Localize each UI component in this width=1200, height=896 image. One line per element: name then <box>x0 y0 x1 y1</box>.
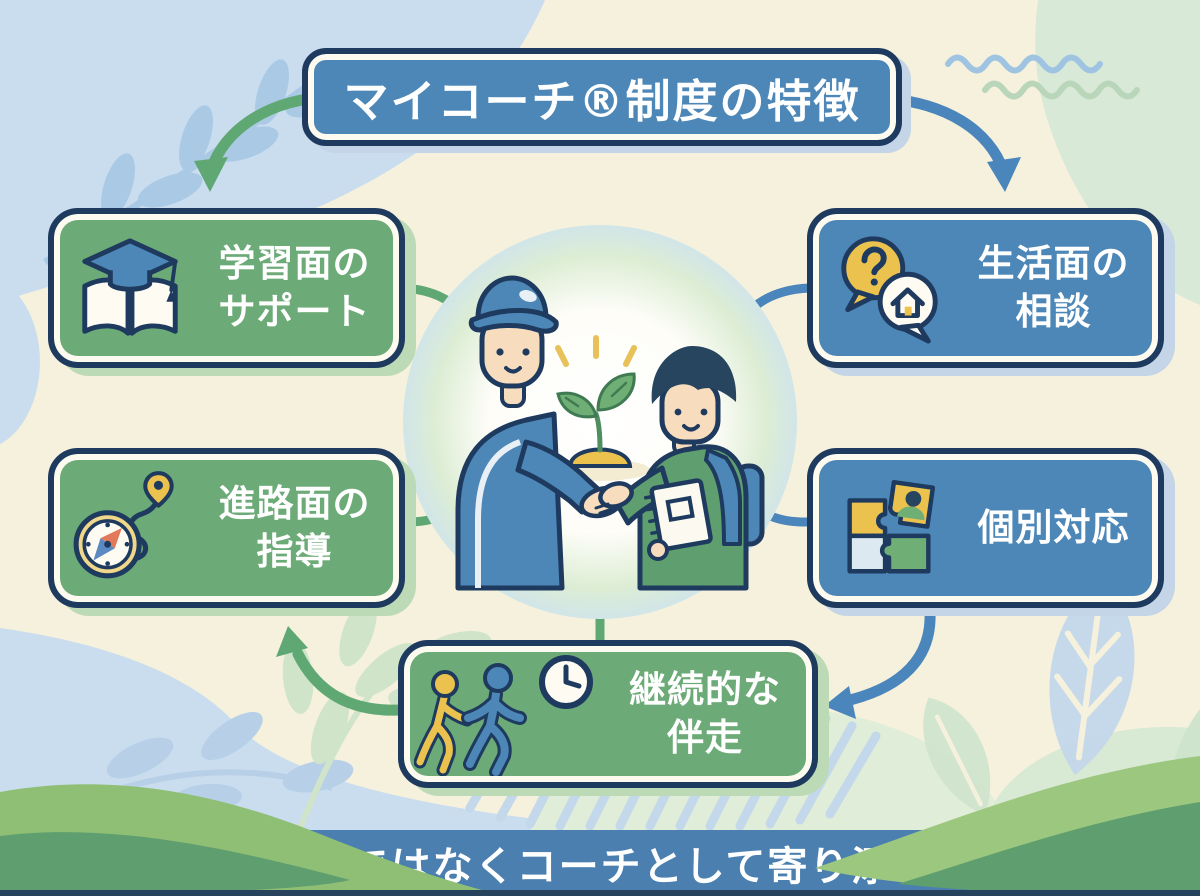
walker-yellow <box>414 670 474 776</box>
page-title: マイコーチ®制度の特徴 <box>343 74 861 128</box>
wavy-line-blue <box>945 54 1103 74</box>
handshake <box>579 481 634 519</box>
coach-figure <box>455 275 601 591</box>
bottom-banner: 先生ではなくコーチとして寄り添う <box>0 830 1200 896</box>
feature-label-continuous: 継続的な 伴走 <box>629 667 781 759</box>
coach-student-illustration <box>455 275 765 591</box>
feature-label-individual: 個別対応 <box>977 505 1130 549</box>
wavy-line-green <box>982 80 1140 100</box>
feature-box-life: 生活面の 相談 <box>807 208 1164 368</box>
bottom-edge-strip <box>0 890 1200 896</box>
walkers-clock-icon <box>404 652 614 776</box>
feature-box-continuous: 継続的な 伴走 <box>398 640 818 788</box>
feature-label-life: 生活面の 相談 <box>977 241 1130 333</box>
arrow-continuous-to-career <box>276 626 406 716</box>
left-edge-blob <box>0 279 40 445</box>
book-graduation-icon <box>54 229 206 347</box>
puzzle-pieces-icon <box>813 469 965 587</box>
notebook-icon <box>643 478 713 552</box>
title-box: マイコーチ®制度の特徴 <box>302 48 902 146</box>
student-figure <box>613 346 765 591</box>
feature-box-learning: 学習面の サポート <box>48 208 405 368</box>
arrow-individual-to-continuous <box>824 606 936 719</box>
walker-blue <box>461 663 527 776</box>
feature-label-learning: 学習面の サポート <box>218 241 371 333</box>
question-house-bubbles-icon <box>813 229 965 347</box>
feature-box-individual: 個別対応 <box>807 448 1164 608</box>
compass-route-icon <box>54 467 206 589</box>
feature-label-career: 進路面の 指導 <box>218 481 371 573</box>
banner-text: 先生ではなくコーチとして寄り添う <box>264 844 936 890</box>
feature-box-career: 進路面の 指導 <box>48 448 405 608</box>
